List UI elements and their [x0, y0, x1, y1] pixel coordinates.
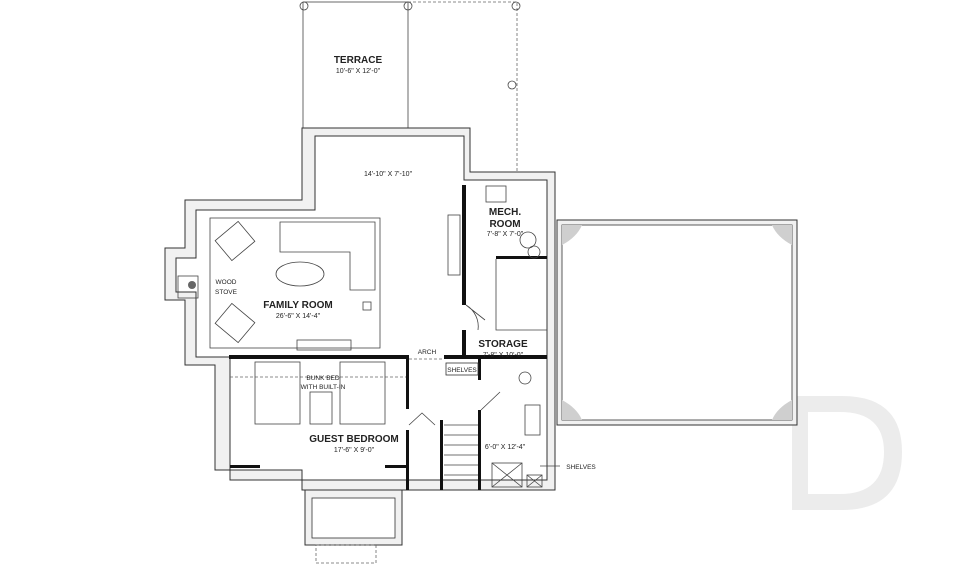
terrace-dims: 10'-6" X 12'-0": [336, 68, 381, 75]
bathroom-dims: 6'-0" X 12'-4": [485, 444, 526, 451]
shelves-label: SHELVES: [447, 367, 477, 374]
storage-label: STORAGE: [478, 339, 528, 350]
interior-walls: [229, 185, 547, 490]
terrace: [299, 1, 521, 172]
storage-dims: 7'-8" X 10'-0": [483, 352, 524, 359]
room-dims: 14'-10" X 7'-10": [364, 171, 413, 178]
mech-room-dims: 7'-8" X 7'-0": [487, 231, 524, 238]
guest-bedroom-dims: 17'-6" X 9'-0": [334, 447, 375, 454]
mech-room-label-2: ROOM: [489, 219, 520, 230]
wood-stove-label-2: STOVE: [215, 289, 238, 296]
family-room-dims: 26'-6" X 14'-4": [276, 313, 321, 320]
bunk-bed-label: BUNK BED: [306, 375, 340, 382]
guest-bedroom-label: GUEST BEDROOM: [309, 434, 398, 445]
wood-stove-label: WOOD: [216, 279, 237, 286]
arch-label: ARCH: [418, 349, 437, 356]
furniture: [177, 185, 560, 488]
logo-d: [792, 396, 902, 510]
garage: [556, 219, 798, 426]
mech-room-label: MECH.: [489, 207, 521, 218]
shelves-callout: SHELVES: [566, 464, 596, 471]
terrace-label: TERRACE: [334, 55, 383, 66]
family-room-label: FAMILY ROOM: [263, 300, 332, 311]
bunk-bed-label-2: WITH BUILT-IN: [301, 384, 346, 391]
